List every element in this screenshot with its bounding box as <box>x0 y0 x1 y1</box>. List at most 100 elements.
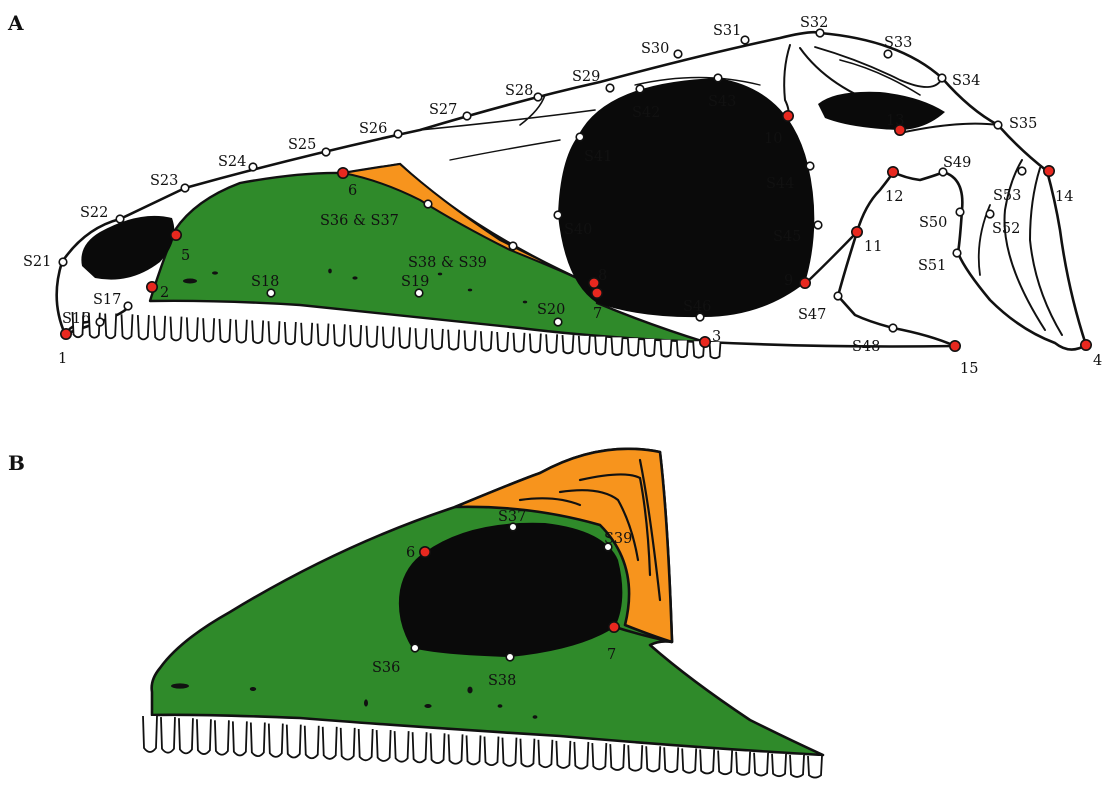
tooth-a <box>481 331 492 350</box>
tooth-b <box>359 729 373 760</box>
landmark-s23-dot-a <box>181 184 189 192</box>
landmark-s33-label-a: S33 <box>884 35 912 51</box>
landmark-s46-label-a: S46 <box>683 299 711 315</box>
tooth-b <box>610 744 624 770</box>
landmark-s18-label-a: S18 <box>251 274 279 290</box>
tooth-a <box>448 330 459 350</box>
tooth-b <box>502 738 516 766</box>
tooth-b <box>700 750 714 774</box>
landmark-s50-dot-a <box>956 208 964 216</box>
landmark-7-label-a: 7 <box>593 306 602 322</box>
tooth-a <box>644 339 655 356</box>
tooth-b <box>484 737 498 766</box>
tooth-a <box>171 317 182 341</box>
tooth-b <box>592 743 606 769</box>
landmark-7-dot-a <box>592 288 602 298</box>
landmark-s33-dot-a <box>884 50 892 58</box>
landmark-s27-label-a: S27 <box>429 102 457 118</box>
tooth-a <box>563 335 574 353</box>
landmark-s30-dot-a <box>674 50 682 58</box>
landmark-s45-dot-a <box>814 221 822 229</box>
landmark-4-label-a: 4 <box>1093 353 1102 369</box>
landmark-15-label-a: 15 <box>960 361 978 377</box>
tooth-a <box>432 329 443 349</box>
tooth-b <box>215 720 229 754</box>
landmark-s36-dot-b <box>411 644 419 652</box>
landmark-4-dot-a <box>1081 340 1091 350</box>
tooth-a <box>252 320 263 343</box>
tooth-b <box>161 717 175 753</box>
tooth-a <box>383 327 394 348</box>
landmark-s34-dot-a <box>938 74 946 82</box>
tooth-b <box>718 751 732 775</box>
tooth-a <box>628 338 639 355</box>
landmark-s42-dot-a <box>636 85 644 93</box>
landmark-6-dot-b <box>420 547 430 557</box>
landmark-s23-label-a: S23 <box>150 173 178 189</box>
landmark-s39-label-b: S39 <box>604 531 632 547</box>
tooth-b <box>377 730 391 761</box>
landmark-s36-s37-label-a: S36 & S37 <box>320 213 399 229</box>
landmark-s22-label-a: S22 <box>80 205 108 221</box>
landmark-s20-dot-a <box>554 318 562 326</box>
landmark-s45-label-a: S45 <box>773 229 801 245</box>
tooth-b <box>556 741 570 768</box>
landmark-9-dot-a <box>800 278 810 288</box>
landmark-s22-dot-a <box>116 215 124 223</box>
tooth-a <box>236 320 247 343</box>
tooth-b <box>269 724 283 757</box>
landmark-s36-label-b: S36 <box>372 660 400 676</box>
landmark-6-label-b: 6 <box>406 545 415 561</box>
landmark-2-label-a: 2 <box>160 285 169 301</box>
tooth-a <box>105 314 116 339</box>
landmark-s25-dot-a <box>322 148 330 156</box>
landmark-s52-dot-a <box>986 210 994 218</box>
landmark-12-label-a: 12 <box>885 189 903 205</box>
landmark-7-label-b: 7 <box>607 647 616 663</box>
landmark-s47-label-a: S47 <box>798 307 826 323</box>
tooth-b <box>538 740 552 767</box>
landmark-s32-label-a: S32 <box>800 15 828 31</box>
landmark-s27-dot-a <box>463 112 471 120</box>
landmark-s49-label-a: S49 <box>943 155 971 171</box>
landmark-s17-label-a: S17 <box>93 292 121 308</box>
landmark-s38-label-b: S38 <box>488 673 516 689</box>
tooth-b <box>251 722 265 756</box>
landmark-s34-label-a: S34 <box>952 73 980 89</box>
landmark-5-dot-a <box>171 230 181 240</box>
landmark-s42-label-a: S42 <box>632 105 660 121</box>
landmark-s48-dot-a <box>889 324 897 332</box>
tooth-b <box>287 725 301 758</box>
tooth-a <box>187 317 198 341</box>
tooth-a <box>350 325 361 346</box>
landmark-6-dot-a <box>338 168 348 178</box>
landmark-s28-label-a: S28 <box>505 83 533 99</box>
landmark-s17-dot-a <box>124 302 132 310</box>
landmark-s47-dot-a <box>834 292 842 300</box>
tooth-b <box>574 742 588 769</box>
landmark-s28-dot-a <box>534 93 542 101</box>
tooth-a <box>612 337 623 355</box>
landmark-s38-dot-b <box>506 653 514 661</box>
tooth-a <box>497 332 508 351</box>
landmark-1-label-a: 1 <box>58 351 67 367</box>
landmark-s53-label-a: S53 <box>993 188 1021 204</box>
landmark-14-label-a: 14 <box>1055 189 1073 205</box>
landmark-6-label-a: 6 <box>348 183 357 199</box>
tooth-a <box>138 315 149 339</box>
tooth-b <box>682 748 696 772</box>
landmark-s44-label-a: S44 <box>766 176 794 192</box>
tooth-b <box>143 716 157 752</box>
tooth-a <box>318 324 329 346</box>
tooth-a <box>677 340 688 357</box>
tooth-a <box>546 334 557 353</box>
tooth-a <box>416 328 427 348</box>
tooth-b <box>305 726 319 758</box>
landmark-s38-s39-dot-a <box>509 242 517 250</box>
landmark-s21-label-a: S21 <box>23 254 51 270</box>
landmark-11-label-a: 11 <box>864 239 882 255</box>
tooth-b <box>449 734 463 763</box>
tooth-b <box>413 732 427 762</box>
